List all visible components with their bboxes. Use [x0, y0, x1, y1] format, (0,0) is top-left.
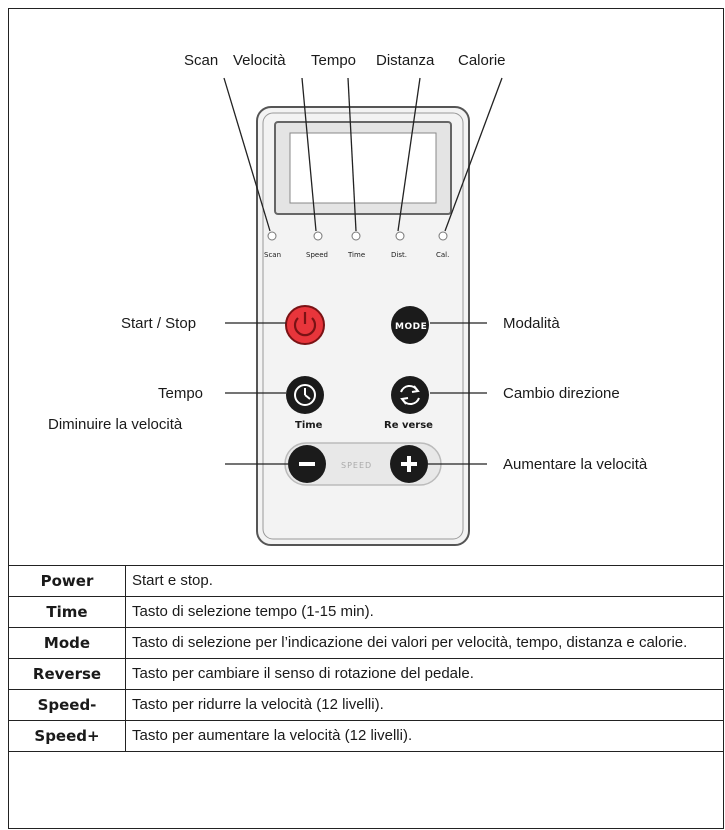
mode-button-shape	[391, 306, 429, 344]
callout-start-stop: Start / Stop	[121, 315, 197, 332]
top-label-distance: Distanza	[376, 52, 435, 69]
led-label-speed: Speed	[306, 251, 328, 259]
top-label-speed: Velocità	[233, 52, 286, 69]
table-cell-key: Reverse	[8, 658, 126, 690]
table-cell-description: Tasto per ridurre la velocità (12 livell…	[125, 689, 724, 721]
leader-distance	[397, 77, 421, 232]
top-label-scan: Scan	[184, 52, 219, 69]
top-leader-lines	[223, 77, 503, 232]
led-speed	[313, 231, 323, 241]
led-calories	[438, 231, 448, 241]
callout-mode: Modalità	[503, 315, 560, 332]
led-label-scan: Scan	[264, 251, 282, 259]
led-label-distance: Dist.	[391, 251, 407, 259]
table-cell-description: Tasto di selezione per l’indicazione dei…	[125, 627, 724, 659]
power-button-shape	[285, 305, 325, 345]
led-time	[351, 231, 361, 241]
table-cell-description: Tasto per aumentare la velocità (12 live…	[125, 720, 724, 752]
leader-calories	[444, 77, 503, 232]
callout-increase: Aumentare la velocità	[503, 456, 648, 473]
top-label-time: Tempo	[311, 52, 357, 69]
table-cell-key: Speed+	[8, 720, 126, 752]
device-diagram: Scan Velocità Tempo Distanza Calorie Sca…	[48, 52, 648, 546]
device-illustration	[223, 77, 503, 546]
reverse-button-shape	[391, 376, 429, 414]
table-cell-key: Mode	[8, 627, 126, 659]
table-cell-key: Speed-	[8, 689, 126, 721]
minus-icon	[299, 462, 315, 466]
table-cell-description: Start e stop.	[125, 565, 724, 597]
callout-reverse: Cambio direzione	[503, 385, 620, 402]
led-label-calories: Cal.	[436, 251, 450, 259]
power-icon	[293, 312, 317, 337]
figure-frame	[8, 8, 724, 829]
led-distance	[395, 231, 405, 241]
callout-decrease: Diminuire la velocità	[48, 416, 183, 433]
time-button-caption: Time	[295, 420, 323, 431]
table-row: Speed+Tasto per aumentare la velocità (1…	[8, 720, 724, 752]
reverse-icon	[400, 385, 420, 405]
table-row: Speed-Tasto per ridurre la velocità (12 …	[8, 689, 724, 721]
table-cell-description: Tasto per cambiare il senso di rotazione…	[125, 658, 724, 690]
callout-time: Tempo	[158, 385, 204, 402]
device-bezel	[262, 112, 464, 540]
clock-icon	[294, 384, 316, 406]
led-label-time: Time	[348, 251, 366, 259]
device-body	[256, 106, 470, 546]
callout-lines	[225, 322, 487, 465]
display-screen	[289, 132, 437, 204]
plus-icon	[401, 456, 417, 472]
led-scan	[267, 231, 277, 241]
mode-button[interactable]: MODE	[395, 322, 428, 332]
leader-scan	[223, 77, 271, 232]
speed-bar-label: SPEED	[341, 461, 373, 470]
table-cell-key: Power	[8, 565, 126, 597]
leader-speed	[301, 77, 317, 232]
table-cell-description: Tasto di selezione tempo (1-15 min).	[125, 596, 724, 628]
top-label-calories: Calorie	[458, 52, 506, 69]
reverse-button-caption: Re verse	[384, 420, 433, 431]
table-cell-key: Time	[8, 596, 126, 628]
leader-time	[347, 77, 357, 232]
